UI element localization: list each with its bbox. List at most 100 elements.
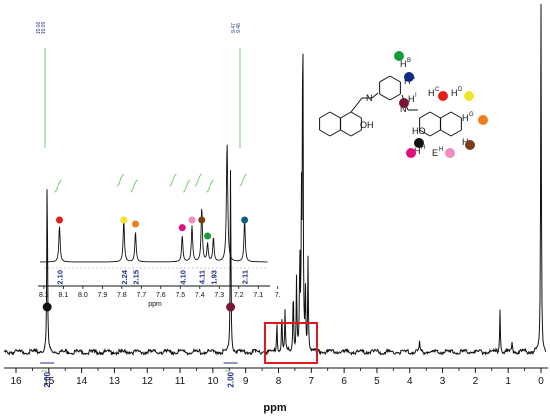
inset-x-tick-label: 7.4 xyxy=(195,292,205,299)
chemical-bond xyxy=(350,97,363,113)
chemical-bond xyxy=(329,129,341,137)
x-tick-label: 14 xyxy=(76,376,88,387)
inset-x-tick-label: 7.2 xyxy=(234,292,244,299)
x-tick-label: 4 xyxy=(407,376,413,387)
inset-integral-value: 2.24 xyxy=(120,269,129,284)
x-tick-label: 11 xyxy=(175,376,186,387)
proton-color-dot xyxy=(404,72,414,82)
inset-peak-marker-dot xyxy=(204,232,212,240)
inset-x-tick-label: 7.1 xyxy=(253,292,263,299)
inset-integral-value: 1.93 xyxy=(209,270,218,285)
integral-value: 2.00 xyxy=(43,371,52,387)
x-tick-label: 9 xyxy=(243,376,249,387)
x-tick-label: 13 xyxy=(109,376,121,387)
inset-integral-curve xyxy=(169,173,177,187)
chemical-bond xyxy=(329,111,341,119)
chemical-bond xyxy=(371,92,379,99)
atom-label: H xyxy=(462,113,469,123)
atom-label: HO xyxy=(412,126,426,136)
inset-x-tick-label: 7.3 xyxy=(214,292,224,299)
inset-peak-marker-dot xyxy=(198,216,206,224)
atom-label: H xyxy=(414,146,421,156)
x-tick-label: 7 xyxy=(309,376,315,387)
inset-x-tick-label: 7. xyxy=(275,292,281,299)
atom-label: H xyxy=(408,94,415,104)
proton-color-dot xyxy=(414,138,424,148)
spectrum-line xyxy=(3,3,546,357)
inset-x-tick-label: 7.7 xyxy=(136,292,146,299)
proton-color-dot xyxy=(445,148,455,158)
inset-x-label: ppm xyxy=(148,301,162,308)
proton-color-dot xyxy=(406,148,416,158)
x-tick-label: 2 xyxy=(473,376,479,387)
inset-spectrum-line xyxy=(40,144,268,263)
peak-marker-dot xyxy=(226,302,236,312)
peak-ppm-label: 15.06 xyxy=(36,22,42,35)
inset-x-tick-label: 7.5 xyxy=(175,292,185,299)
inset-integral-value: 2.11 xyxy=(241,270,250,284)
atom-label: H xyxy=(451,88,458,98)
proton-color-dot xyxy=(465,140,475,150)
inset-peak-marker-dot xyxy=(241,216,249,224)
atom-sub: D xyxy=(458,87,463,93)
inset-peak-marker-dot xyxy=(188,216,196,224)
inset-integral-value: 4.11 xyxy=(198,270,207,284)
atom-label: N xyxy=(400,104,407,114)
inset-integral-value: 2.10 xyxy=(55,270,64,285)
x-axis-label: ppm xyxy=(263,402,286,414)
inset-x-tick-label: 8.1 xyxy=(59,292,69,299)
atom-label: H xyxy=(400,59,407,69)
x-tick-label: 8 xyxy=(276,376,282,387)
main-spectrum-trace xyxy=(3,3,546,357)
chemical-bond xyxy=(319,129,331,137)
atom-label: H xyxy=(428,88,435,98)
peak-marker-dot xyxy=(42,302,52,312)
atom-label: N xyxy=(366,93,373,103)
proton-color-dot xyxy=(478,115,488,125)
integral-value: 2.00 xyxy=(227,371,236,387)
inset-x-tick-label: 8.0 xyxy=(78,292,88,299)
chemical-bond xyxy=(389,75,401,83)
x-tick-label: 10 xyxy=(207,376,219,387)
proton-color-dot xyxy=(399,98,409,108)
chemical-bond xyxy=(340,111,352,119)
x-tick-label: 3 xyxy=(440,376,446,387)
atom-label: OH xyxy=(360,120,374,130)
chemical-bond xyxy=(419,111,431,119)
chemical-bond xyxy=(379,93,391,101)
atom-sub: G xyxy=(469,112,474,118)
main-integrals: 2.00 2.00 xyxy=(40,362,238,388)
inset-highlight-box xyxy=(264,322,318,364)
chemical-bond xyxy=(429,129,441,137)
x-tick-label: 16 xyxy=(10,376,22,387)
x-tick-label: 5 xyxy=(374,376,380,387)
x-tick-label: 6 xyxy=(341,376,347,387)
inset-integral-curve xyxy=(130,179,138,193)
atom-sub: C xyxy=(435,87,440,93)
peak-ppm-label: 15.05 xyxy=(41,22,47,35)
inset-x-tick-label: 7.6 xyxy=(156,292,166,299)
inset-integral-curve xyxy=(54,179,62,193)
molecular-structure: HBHANNOHHCHDHIHOHGHHHEH xyxy=(319,51,488,158)
atom-sub: I xyxy=(415,93,417,99)
inset-integral-curve xyxy=(116,173,125,187)
x-tick-label: 1 xyxy=(505,376,511,387)
inset-integral-curve xyxy=(194,173,203,187)
atom-sub: H xyxy=(439,147,443,153)
proton-color-dot xyxy=(464,91,474,101)
chemical-bond xyxy=(440,111,452,119)
atom-label: H xyxy=(462,137,469,147)
x-tick-label: 15 xyxy=(43,376,55,387)
inset-integral-value: 2.15 xyxy=(131,270,140,285)
chemical-bond xyxy=(350,111,362,119)
atom-sub: H xyxy=(421,145,425,151)
inset-peak-marker-dot xyxy=(178,224,186,232)
chemical-bond xyxy=(350,129,362,137)
atom-label: E xyxy=(432,148,438,158)
chemical-bond xyxy=(379,75,391,83)
chemical-bond xyxy=(419,129,431,137)
inset-x-tick-label: 8.2 xyxy=(39,292,49,299)
